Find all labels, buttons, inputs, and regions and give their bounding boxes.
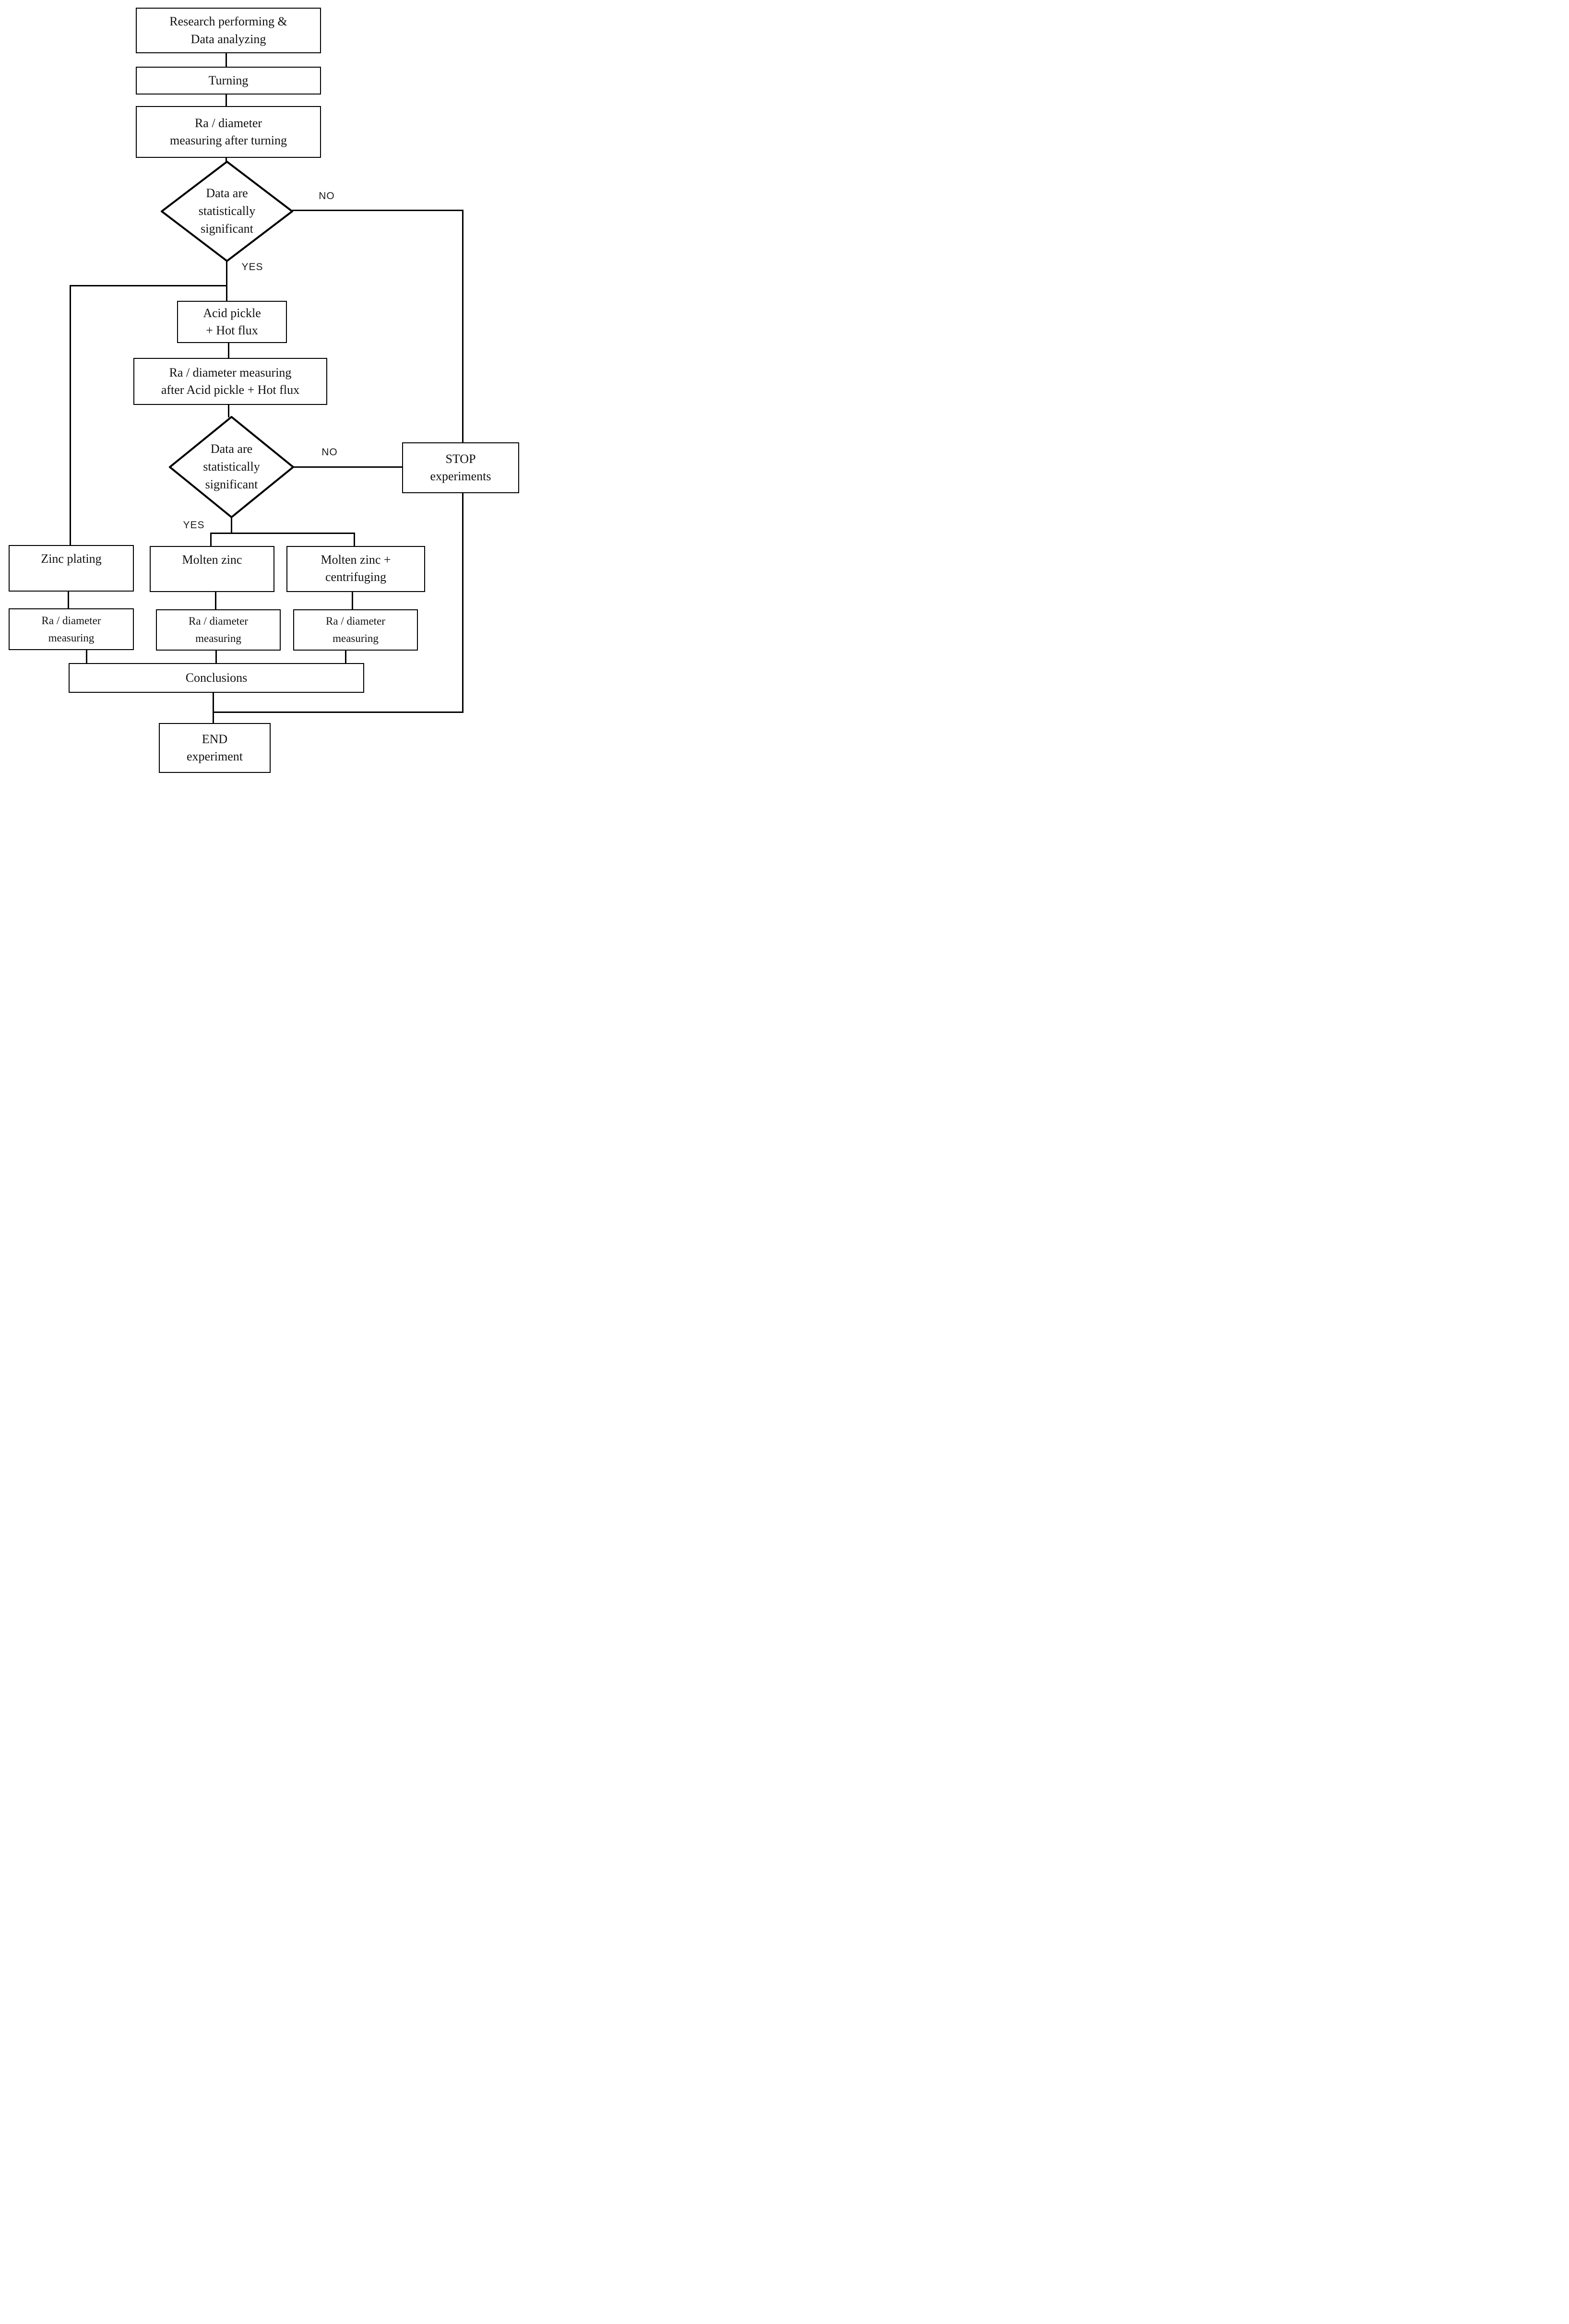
node-stop-experiments: STOP experiments [402,442,519,493]
connector-line-yes1 [226,261,227,302]
edge-label-yes-2: YES [183,520,205,531]
node-turning: Turning [136,67,321,95]
edge-label-no-1: NO [319,190,335,202]
connector-line-tbar [210,533,355,534]
node-conclusions: Conclusions [69,663,364,693]
connector-line-no1 [292,210,464,211]
connector-line-join [213,711,464,713]
connector-line-left-branch [70,285,71,546]
connector-line [226,95,227,107]
diamond-shape [169,416,294,518]
connector-line [213,692,214,724]
connector-line [226,157,227,163]
connector-line-yes1-left [70,285,227,286]
connector-line-no2 [293,466,403,468]
node-molten-zinc-centrifuging: Molten zinc + centrifuging [286,546,425,592]
connector-line [226,53,227,68]
connector-line [354,533,355,547]
edge-label-yes-1: YES [241,261,263,273]
connector-line [86,649,87,664]
node-ra-measuring-zinc: Ra / diameter measuring [9,608,134,650]
connector-line-yes2 [231,517,232,534]
connector-line-stop-down [462,492,464,713]
connector-line [215,650,217,664]
node-ra-measuring-after-turning: Ra / diameter measuring after turning [136,106,321,158]
node-research-performing: Research performing & Data analyzing [136,8,321,53]
connector-line-no1-down [462,210,464,443]
edge-label-no-2: NO [321,447,338,458]
connector-line [210,533,212,547]
node-molten-zinc: Molten zinc [150,546,274,592]
decision-diamond-1: Data are statistically significant [161,161,293,262]
connector-line [228,342,229,359]
node-ra-measuring-after-acid: Ra / diameter measuring after Acid pickl… [133,358,327,405]
connector-line [68,591,69,609]
decision-diamond-2: Data are statistically significant [169,416,294,518]
connector-line [345,650,346,664]
node-end-experiment: END experiment [159,723,271,773]
node-zinc-plating: Zinc plating [9,545,134,592]
connector-line [352,591,353,610]
diamond-shape [161,161,293,262]
connector-line [215,591,216,610]
connector-line [228,404,229,417]
node-ra-measuring-molten: Ra / diameter measuring [156,609,281,651]
flowchart: NO YES NO YES Research performing & Data… [0,0,523,775]
node-ra-measuring-centrifuging: Ra / diameter measuring [293,609,418,651]
node-acid-pickle-hot-flux: Acid pickle + Hot flux [177,301,287,343]
